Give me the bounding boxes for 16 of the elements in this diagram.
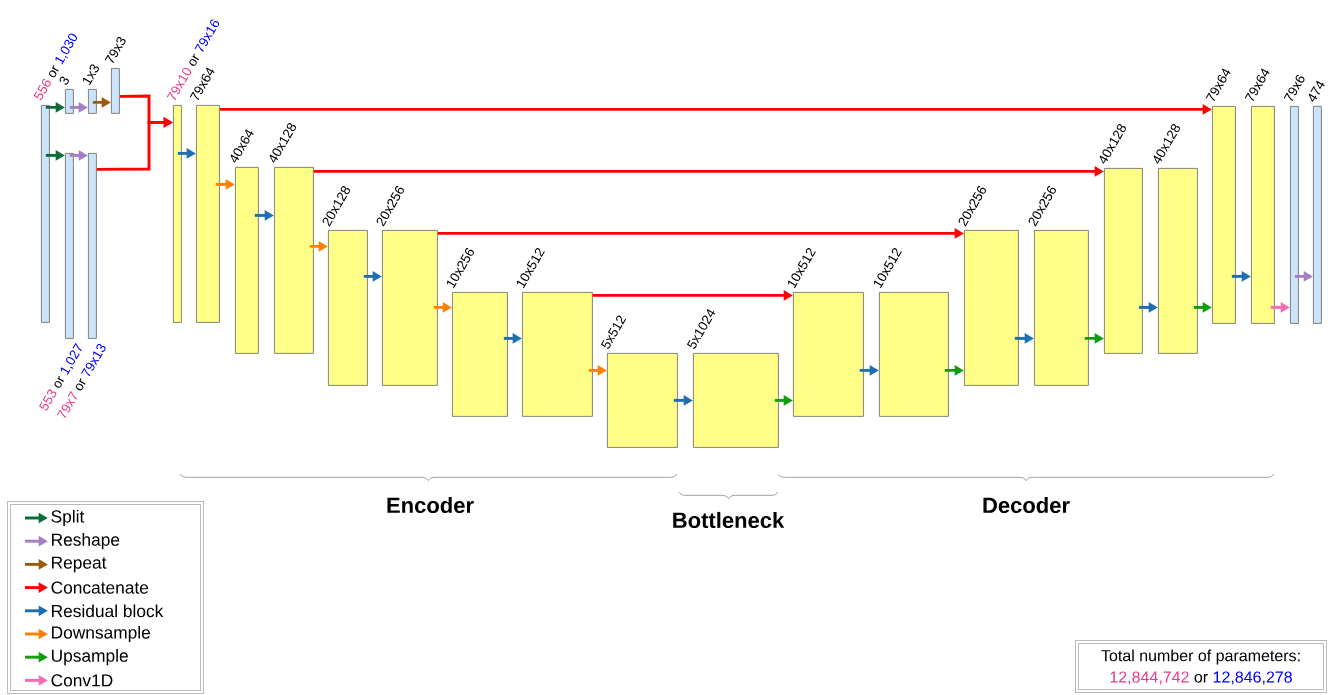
- legend-label: Concatenate: [51, 581, 149, 594]
- size-label: 1x3: [83, 64, 99, 86]
- legend-label: Upsample: [51, 649, 128, 666]
- section-label: Encoder: [387, 496, 474, 514]
- legend-label: Repeat: [52, 556, 107, 573]
- legend-label: Downsample: [52, 625, 150, 643]
- legend-label: Split: [51, 509, 85, 527]
- parameter-title: Total number of parameters:: [1101, 649, 1300, 665]
- size-label: 474: [1308, 80, 1325, 102]
- legend-label: Reshape: [52, 533, 120, 550]
- section-label: Decoder: [983, 496, 1070, 514]
- section-label: Bottleneck: [673, 511, 785, 529]
- legend-label: Conv1D: [51, 674, 113, 687]
- parameter-count: 12,844,742 or 12,846,278: [1110, 671, 1292, 685]
- size-label: 3: [59, 76, 69, 85]
- legend-label: Residual block: [52, 604, 164, 618]
